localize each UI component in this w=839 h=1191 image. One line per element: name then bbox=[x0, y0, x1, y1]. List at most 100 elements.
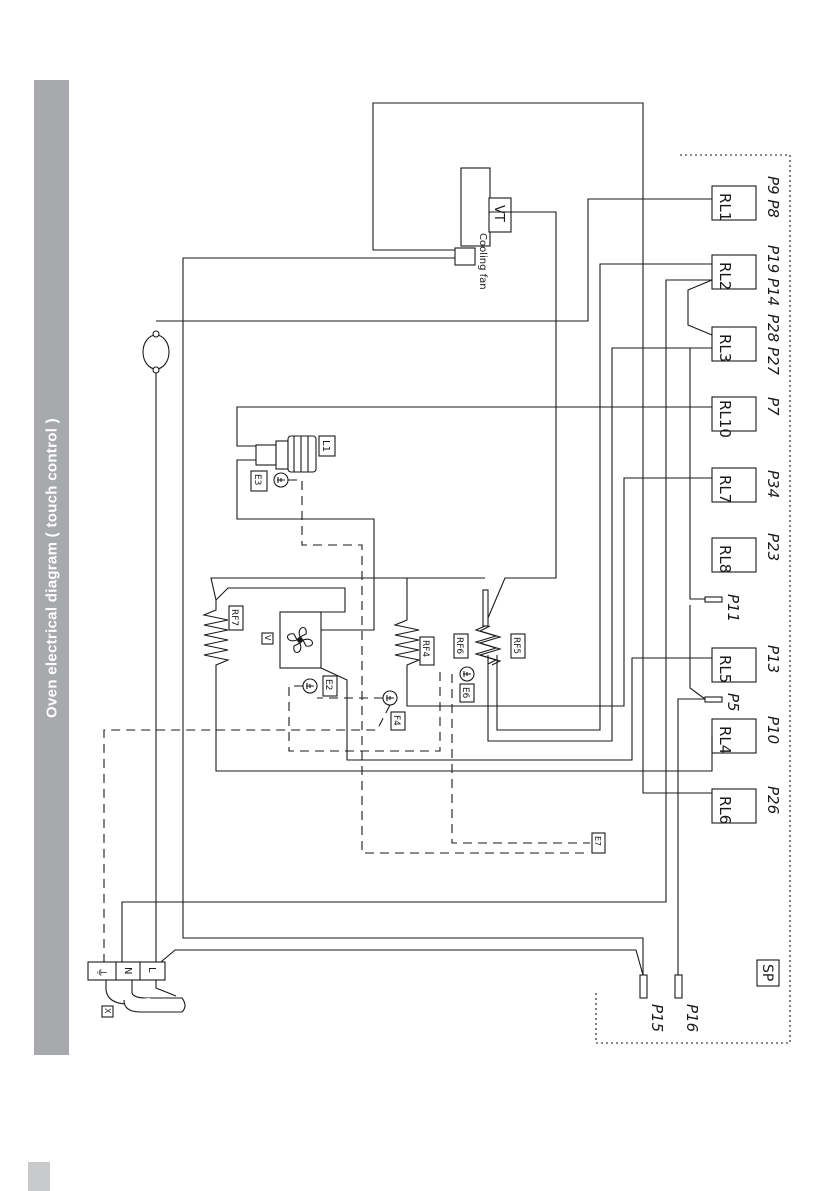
cooling-fan-code-box bbox=[488, 197, 512, 233]
earth-e7: E7 bbox=[591, 832, 606, 854]
lamp-label: L1 bbox=[320, 440, 331, 452]
wire-rl2-top bbox=[496, 263, 712, 731]
pin-p16-connector bbox=[674, 974, 683, 999]
wire-rf7-bottom bbox=[215, 675, 713, 772]
heater-probe bbox=[482, 589, 489, 627]
heater-rf7-box bbox=[228, 605, 244, 631]
title-bar: Oven electrical diagram ( touch control … bbox=[34, 80, 69, 1055]
wire-rl5 bbox=[320, 657, 712, 761]
oven-lamp: L1 bbox=[255, 435, 336, 473]
earth-e2-box bbox=[322, 675, 338, 697]
relay-rl5-label: RL5 bbox=[716, 655, 734, 683]
earth-e6: E6 bbox=[459, 666, 475, 703]
pin-p5-connector bbox=[704, 696, 723, 703]
wire-rf4-bottom bbox=[406, 477, 712, 707]
pin-p16-label: P16 bbox=[683, 1004, 701, 1032]
relay-rl7 bbox=[711, 467, 757, 503]
heater-rf4-box bbox=[419, 636, 435, 666]
earth-f4: F4 bbox=[382, 690, 406, 731]
wire-l-p15 bbox=[160, 949, 644, 976]
lamp-label-box bbox=[318, 435, 336, 457]
cooling-fan-connector bbox=[454, 247, 476, 266]
earth-e7-label: E7 bbox=[593, 836, 602, 846]
terminal-block: ⏚ N L X bbox=[87, 961, 186, 1018]
relay-rl6 bbox=[711, 788, 757, 824]
earth-f4-box bbox=[390, 711, 406, 731]
earth-f4-line bbox=[103, 697, 391, 962]
earth-e3-label: E3 bbox=[252, 474, 262, 485]
relay-rl6-label: RL6 bbox=[716, 796, 734, 824]
relay-rl4-label: RL4 bbox=[716, 726, 734, 754]
heater-rf7: RF7 bbox=[202, 600, 244, 675]
lamp-base bbox=[275, 440, 289, 470]
cooling-fan-label: Cooling fan bbox=[477, 233, 488, 290]
relay-rl2-pins: P19 P14 bbox=[764, 245, 782, 306]
wire-rl3 bbox=[487, 347, 712, 742]
lamp-bulb bbox=[287, 435, 317, 473]
heater-rf6-label: RF6 bbox=[454, 637, 464, 654]
relay-rl4-pins: P10 bbox=[764, 716, 782, 744]
thermostat-body bbox=[142, 334, 170, 370]
wire-p5-p16 bbox=[677, 698, 705, 975]
fan-motor-label: V bbox=[263, 635, 272, 641]
wire-rl2-rl3-bridge bbox=[687, 279, 713, 336]
relay-rl1-label: RL1 bbox=[716, 193, 734, 221]
relay-rl7-pins: P34 bbox=[764, 470, 782, 498]
relay-rl8-label: RL8 bbox=[716, 545, 734, 573]
wire-rf7-top bbox=[210, 577, 408, 610]
board-label-box bbox=[756, 959, 780, 987]
pin-p16: P16 bbox=[674, 974, 701, 1032]
relay-rl5 bbox=[711, 647, 757, 683]
pin-p11-connector bbox=[704, 596, 723, 603]
relay-rl8-pins: P23 bbox=[764, 533, 782, 561]
heater-rf7-label: RF7 bbox=[229, 609, 239, 626]
relay-rl3 bbox=[711, 326, 757, 362]
pin-p11-label: P11 bbox=[724, 594, 742, 622]
terminal-block-label-box bbox=[101, 1005, 114, 1018]
terminal-block-label: X bbox=[103, 1008, 112, 1014]
earth-e3: E3 bbox=[250, 470, 289, 492]
wire-rf7-fan bbox=[215, 587, 346, 613]
wire-rl2-com bbox=[121, 279, 712, 962]
fan-motor: V bbox=[261, 611, 322, 669]
safety-thermostat bbox=[142, 330, 170, 374]
pin-p5-label: P5 bbox=[724, 693, 742, 712]
cooling-fan-box bbox=[460, 167, 491, 247]
terminal-earth-icon: ⏚ bbox=[95, 967, 108, 978]
pin-p15-label: P15 bbox=[648, 1004, 666, 1032]
heater-rf7-coil bbox=[202, 600, 230, 675]
heater-rf4-coil bbox=[393, 610, 421, 690]
relay-rl1-pins: P9 P8 bbox=[764, 176, 782, 218]
pin-p15: P15 bbox=[639, 974, 666, 1032]
cooling-fan-code: VT bbox=[491, 205, 506, 222]
relay-rl1 bbox=[711, 185, 757, 221]
terminal-line-label: L bbox=[146, 967, 157, 973]
wire-thermostat-rl1 bbox=[156, 198, 712, 322]
wire-fan-rl1 bbox=[484, 211, 557, 626]
relay-rl2-label: RL2 bbox=[716, 262, 734, 290]
heater-rf5-rf6: RF6 RF5 bbox=[453, 589, 526, 666]
earth-e2-label: E2 bbox=[323, 679, 333, 690]
relay-rl3-pins: P28 P27 bbox=[764, 314, 782, 375]
wire-fan-l bbox=[182, 257, 644, 975]
earth-e2: E2 bbox=[302, 675, 338, 697]
relay-rl10-label: RL10 bbox=[716, 400, 734, 438]
wire-lamp-return bbox=[236, 459, 375, 631]
earth-e6-box bbox=[459, 683, 475, 703]
board-label: SP bbox=[756, 959, 780, 987]
pin-p5: P5 bbox=[704, 693, 742, 712]
thermostat-lug-bottom bbox=[152, 366, 160, 374]
pin-p11: P11 bbox=[704, 594, 742, 622]
heater-rf4-label: RF4 bbox=[420, 640, 430, 657]
relay-rl6-pins: P26 bbox=[764, 786, 782, 814]
wire-fan-loop bbox=[372, 102, 712, 794]
heater-rf6-box bbox=[453, 633, 469, 659]
cable-sheath bbox=[123, 997, 186, 1013]
earth-e3-line bbox=[288, 479, 590, 854]
heater-rf5-coil bbox=[478, 625, 502, 666]
relay-rl10-pins: P7 bbox=[764, 397, 782, 416]
wire-p5 bbox=[689, 605, 706, 700]
relay-rl5-pins: P13 bbox=[764, 645, 782, 673]
earth-e7-box bbox=[591, 832, 606, 854]
